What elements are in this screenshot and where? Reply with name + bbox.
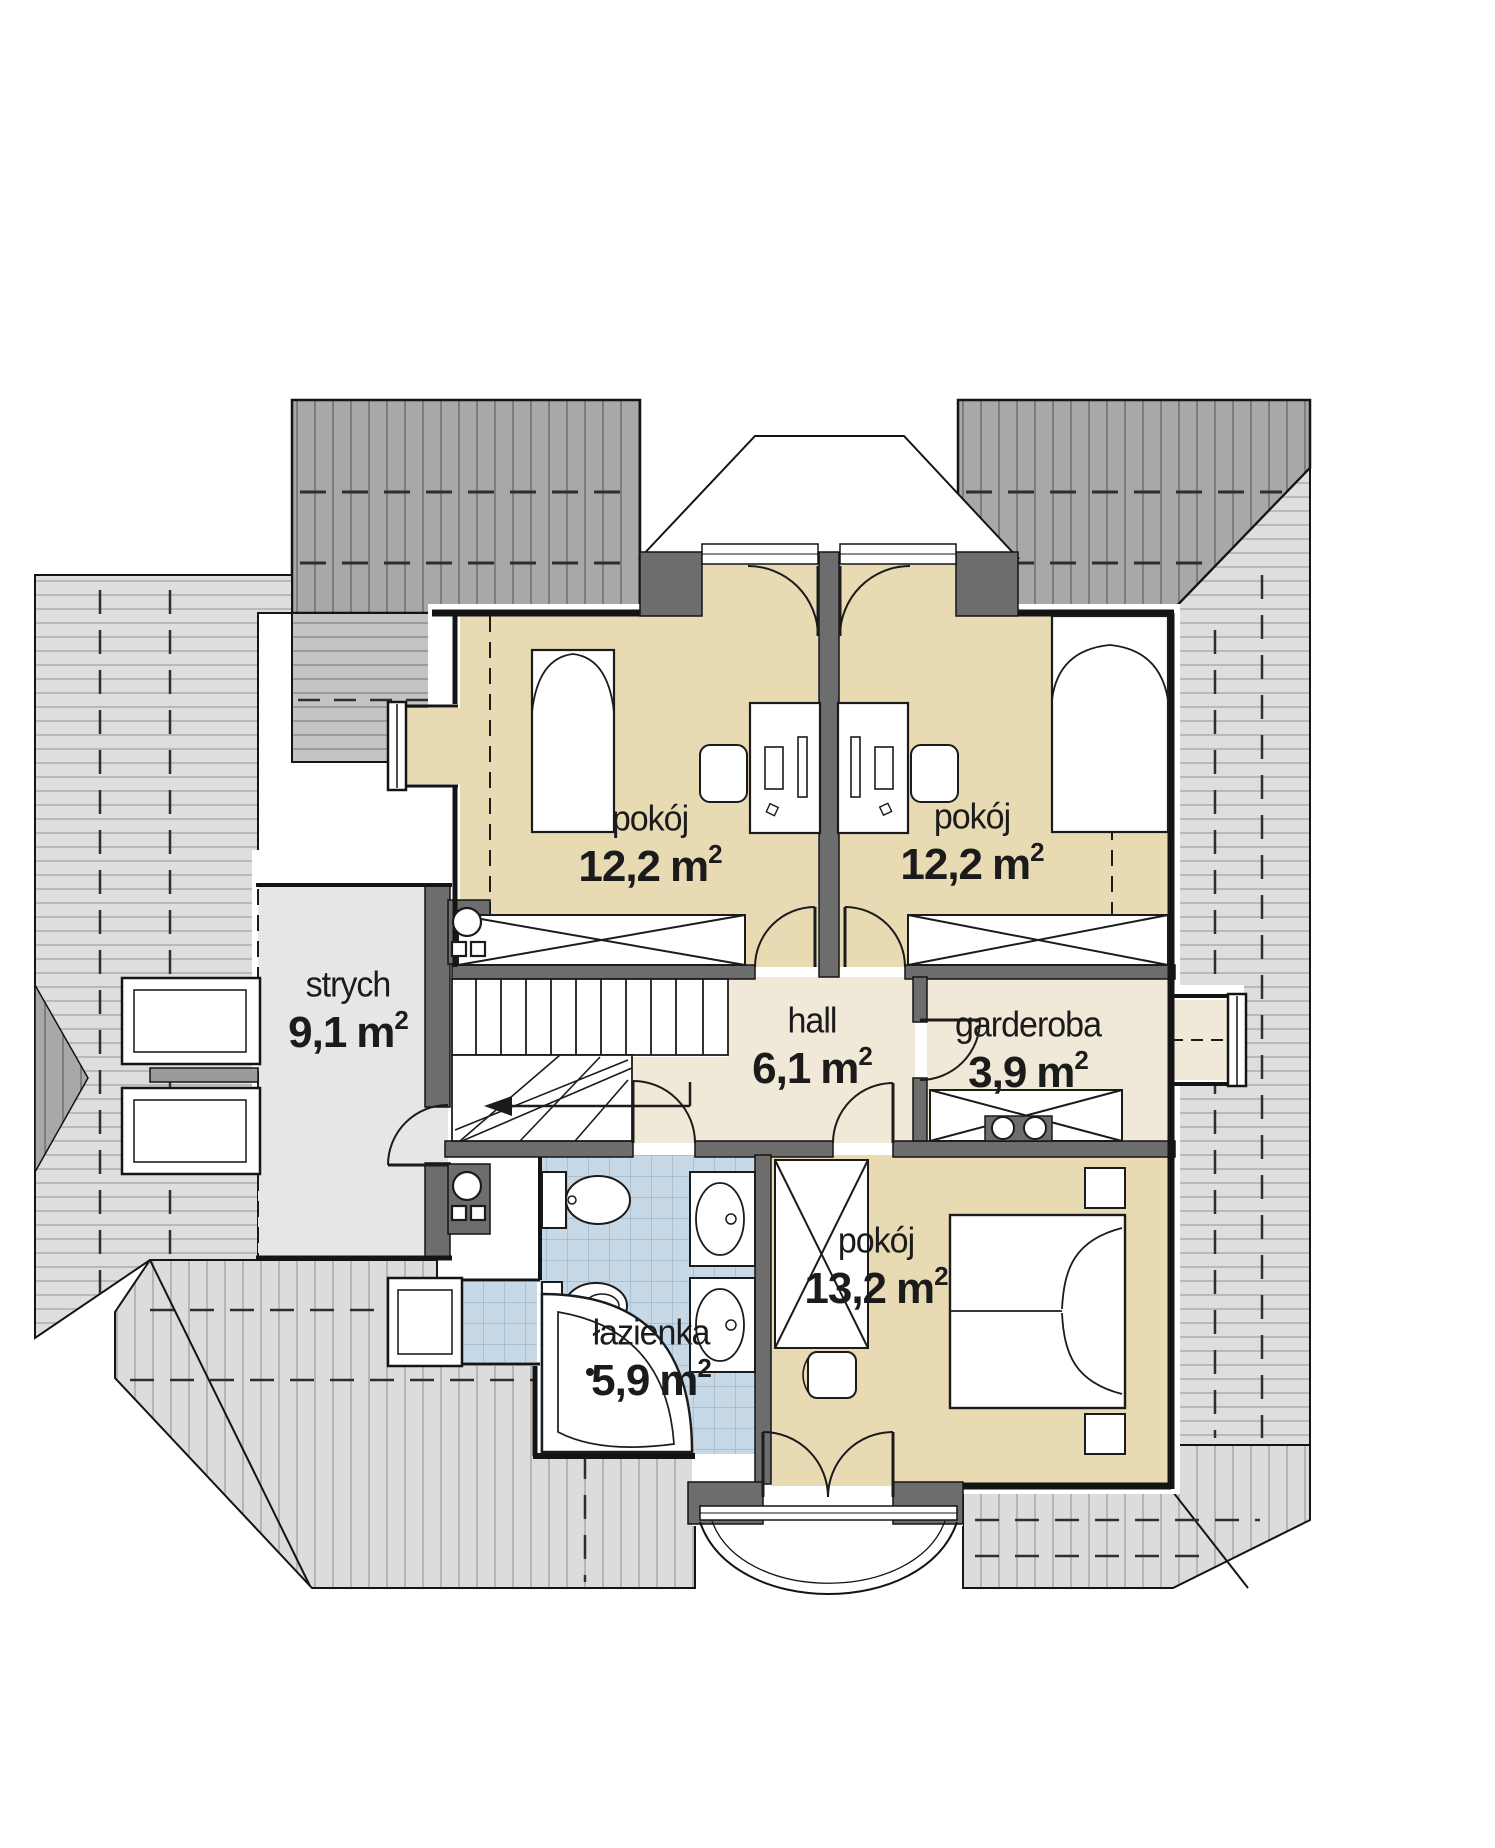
wall-dormer-left — [639, 551, 703, 617]
door-strych — [387, 1104, 449, 1167]
toilet-icon — [541, 1171, 631, 1229]
corner-bathtub-icon — [540, 1292, 694, 1454]
stairs — [451, 978, 729, 1142]
roof-top-left — [290, 398, 642, 615]
bed-pokoj-left-icon — [530, 648, 616, 834]
double-bed-icon — [948, 1213, 1127, 1410]
desk-left-icon — [748, 701, 822, 835]
closet-garderoba-icon — [929, 1089, 1123, 1142]
washer-icon-2 — [1023, 1116, 1047, 1140]
wall-center — [818, 551, 840, 978]
chair-left-icon — [699, 744, 748, 803]
roof-right-band — [1167, 465, 1311, 1446]
window-strych-1 — [120, 976, 262, 1066]
armchair-bottom-icon — [802, 1351, 857, 1399]
furniture — [450, 614, 1170, 1455]
window-bathroom — [386, 1276, 464, 1368]
wall-dormer-right — [955, 551, 1019, 617]
radiator-1-icon — [450, 906, 487, 958]
window-strych-2 — [120, 1086, 262, 1176]
door-dormer-left — [747, 565, 820, 637]
door-hall-to-bathroom — [631, 1080, 696, 1144]
window-strych-sill — [149, 1067, 259, 1083]
door-hall-to-pokoj-left — [754, 906, 817, 968]
nightstand-2-icon — [1084, 1413, 1126, 1455]
floor-bath-niche — [462, 1282, 537, 1362]
nightstand-1-icon — [1084, 1167, 1126, 1209]
bed-pokoj-right-icon — [1050, 614, 1170, 834]
dormer-door-sills — [701, 543, 957, 565]
window-pokoj-left — [386, 700, 408, 792]
door-hall-to-pokoj-right — [843, 906, 906, 968]
chair-right-icon — [910, 744, 959, 803]
floor-pokoj-top-right-dormer — [839, 560, 958, 620]
wall-strych-right-lower — [424, 1162, 451, 1259]
door-balcony-french — [761, 1431, 895, 1498]
balcony-door-sill — [699, 1505, 958, 1521]
floor-pokoj-top-left-dormer — [700, 560, 818, 620]
desk-right-icon — [836, 701, 910, 835]
doors — [387, 565, 981, 1498]
closet-bottom-icon — [774, 1159, 869, 1349]
door-hall-to-garderoba — [919, 1018, 981, 1081]
balcony-outline — [699, 1520, 958, 1595]
door-dormer-right — [838, 565, 911, 637]
sink-1-icon — [689, 1171, 756, 1267]
closet-right-icon — [907, 914, 1169, 966]
radiator-2-icon — [450, 1170, 487, 1222]
washer-icon — [991, 1116, 1015, 1140]
stairs-direction-arrow — [484, 1082, 692, 1116]
wall-strych-right-upper — [424, 884, 451, 1108]
floor-window-niche-left — [404, 708, 460, 784]
closet-left-icon — [457, 914, 746, 966]
window-garderoba — [1226, 992, 1248, 1088]
sink-2-icon — [689, 1277, 756, 1373]
door-hall-to-pokoj-bottom — [832, 1082, 895, 1144]
windows — [120, 543, 1248, 1521]
floor-strych — [258, 887, 448, 1260]
